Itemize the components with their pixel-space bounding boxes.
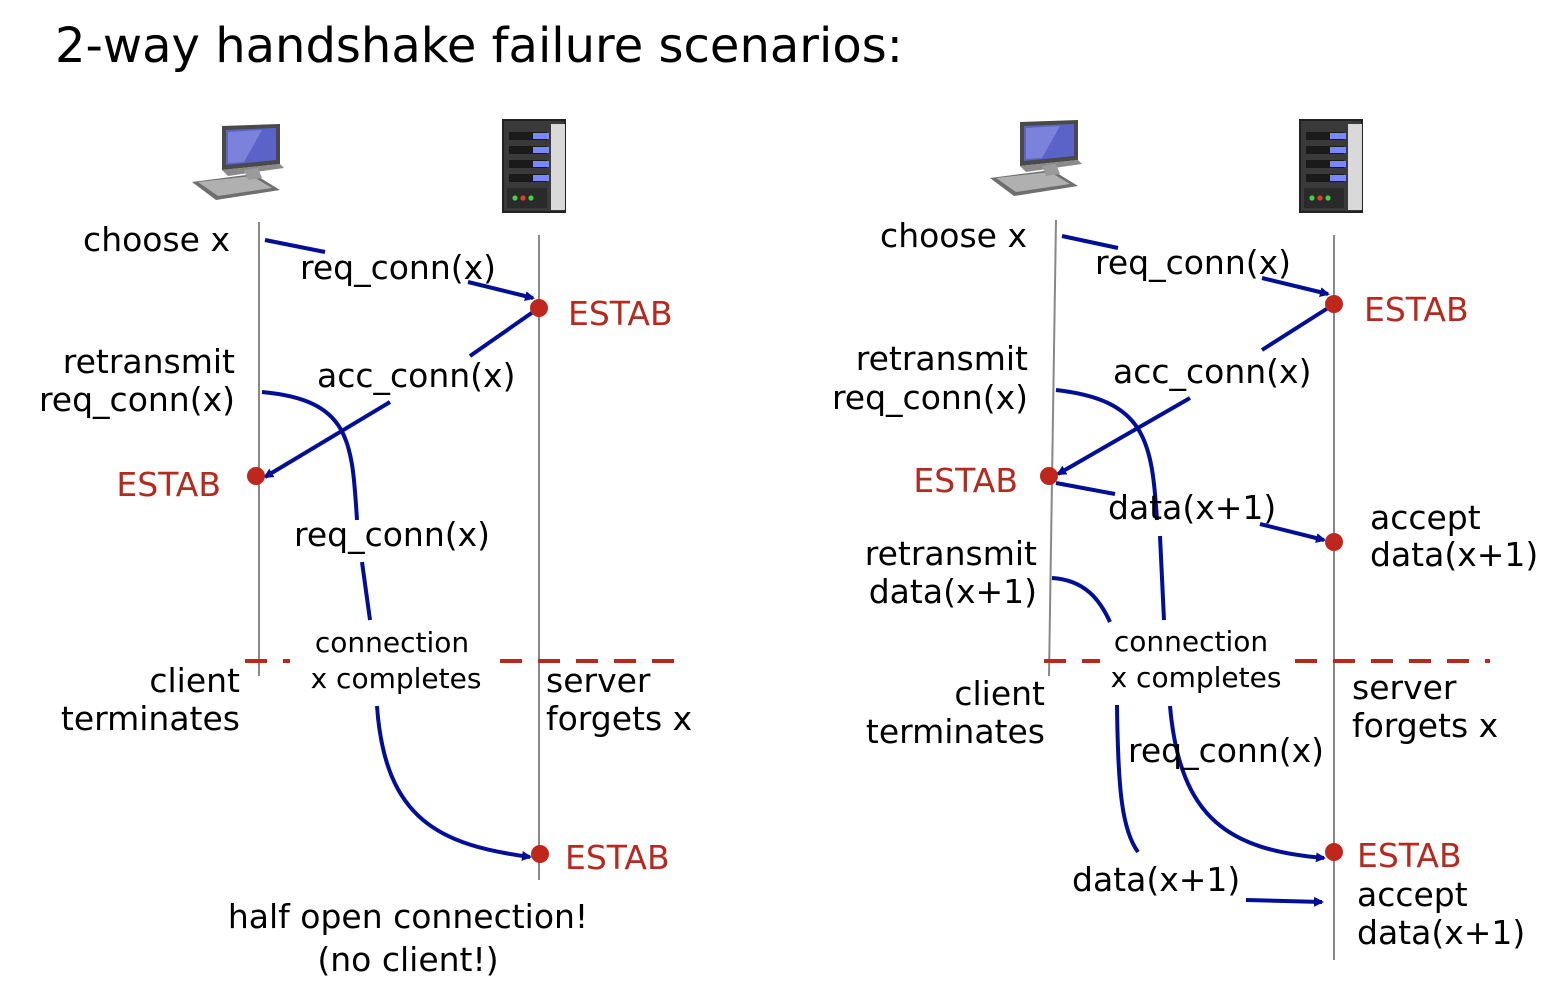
retransmit-data-label: data(x+1) [869, 572, 1037, 611]
connection-completes-label: x completes [311, 662, 482, 695]
msg-label: req_conn(x) [294, 515, 490, 554]
choose-label: choose x [83, 220, 230, 259]
server-forgets-label: server [1352, 668, 1457, 707]
req-conn-arrow [467, 280, 535, 301]
req-conn-arrow [1061, 234, 1119, 250]
estab-label: ESTAB [568, 294, 673, 333]
retransmit-label: retransmit [856, 339, 1028, 378]
client-terminates-label: client [149, 661, 240, 700]
retransmit-arrow [375, 705, 532, 861]
desktop-computer-icon [990, 120, 1082, 196]
choose-label: choose x [880, 216, 1027, 255]
server-forgets-label: server [546, 661, 651, 700]
connection-completes-label: connection [315, 626, 469, 659]
data-arrow [1259, 522, 1326, 543]
estab-dot [531, 845, 549, 863]
estab-dot [530, 299, 548, 317]
server-forgets-label: forgets x [1352, 706, 1498, 745]
half-open-label: (no client!) [317, 940, 498, 979]
estab-dot [1040, 467, 1058, 485]
server-forgets-label: forgets x [546, 699, 692, 738]
retransmit-arrow [261, 390, 359, 521]
msg-label: acc_conn(x) [317, 356, 515, 395]
estab-dot [1325, 843, 1343, 861]
retransmit-data-label: retransmit [865, 534, 1037, 573]
msg-label: acc_conn(x) [1113, 352, 1311, 391]
retransmit-label: retransmit [63, 342, 235, 381]
retransmit-label: req_conn(x) [832, 378, 1028, 417]
acc-conn-arrow [468, 310, 535, 358]
msg-label: req_conn(x) [300, 248, 496, 287]
estab-dot [247, 467, 265, 485]
retransmit-arrow [1158, 535, 1166, 621]
estab-label: ESTAB [116, 465, 221, 504]
accept-label: data(x+1) [1357, 913, 1525, 952]
retransmit-arrow [360, 561, 372, 621]
data-label: data(x+1) [1072, 860, 1240, 899]
client-terminates-label: terminates [61, 699, 240, 738]
req-conn-arrow [264, 238, 326, 254]
half-open-label: half open connection! [228, 897, 588, 936]
acc-conn-arrow [1260, 306, 1330, 352]
accept-label: accept [1357, 875, 1468, 914]
accept-label: accept [1370, 498, 1481, 537]
retransmit-label: req_conn(x) [39, 380, 235, 419]
accept-label: data(x+1) [1370, 535, 1538, 574]
page-title: 2-way handshake failure scenarios: [55, 18, 903, 74]
estab-label: ESTAB [913, 461, 1018, 500]
retransmit-arrow [1055, 388, 1159, 521]
retransmit-arrow [1168, 705, 1326, 863]
server-tower-icon [1299, 119, 1363, 213]
left-scenario: choose x req_conn(x) ESTAB retransmit re… [39, 119, 692, 979]
client-timeline [1048, 219, 1057, 677]
req-conn-arrow [1261, 276, 1330, 297]
server-tower-icon [502, 119, 566, 213]
retransmit-data-arrow [1245, 896, 1324, 907]
connection-completes-label: x completes [1111, 661, 1282, 694]
msg-label: req_conn(x) [1095, 243, 1291, 282]
client-terminates-label: client [954, 674, 1045, 713]
data-arrow [1055, 481, 1116, 496]
acc-conn-arrow [1056, 396, 1191, 476]
retransmit-data-arrow [1115, 704, 1140, 854]
msg-label: req_conn(x) [1128, 731, 1324, 770]
estab-dot [1325, 295, 1343, 313]
connection-completes-label: connection [1114, 625, 1268, 658]
estab-label: ESTAB [565, 838, 670, 877]
client-terminates-label: terminates [866, 712, 1045, 751]
retransmit-data-arrow [1051, 576, 1112, 623]
right-scenario: choose x req_conn(x) ESTAB retransmit re… [832, 119, 1538, 960]
accept-dot [1325, 533, 1343, 551]
desktop-computer-icon [192, 124, 284, 200]
estab-label: ESTAB [1357, 836, 1462, 875]
estab-label: ESTAB [1364, 290, 1469, 329]
data-label: data(x+1) [1108, 488, 1276, 527]
acc-conn-arrow [263, 400, 392, 479]
